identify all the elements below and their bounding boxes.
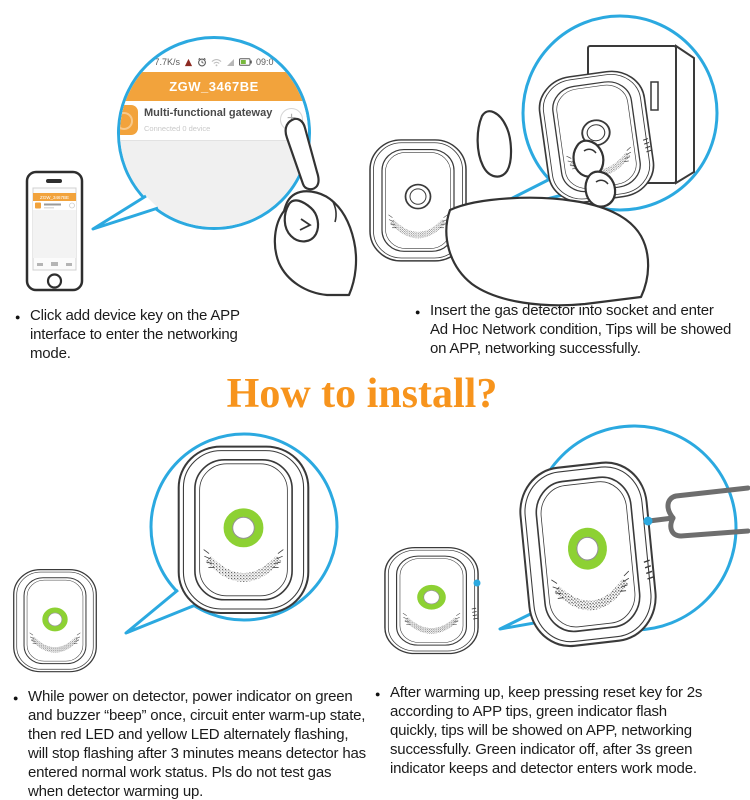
network-speed: 7.7K/s xyxy=(154,57,180,67)
gateway-title: Multi-functional gateway xyxy=(144,107,273,119)
alarm-clock-icon xyxy=(198,57,206,67)
power-on-illustration xyxy=(13,432,339,673)
gateway-subtitle: Connected 0 device xyxy=(144,124,211,133)
gas-detector-small-top xyxy=(369,139,467,262)
green-power-indicator xyxy=(567,527,607,570)
socket-slot xyxy=(650,81,659,111)
insert-detector-illustration xyxy=(445,14,719,307)
gas-detector-zoomed-reset xyxy=(515,457,661,652)
eject-pin-icon xyxy=(646,485,750,539)
green-power-indicator xyxy=(223,508,264,548)
bubble-tail xyxy=(91,194,159,231)
gas-detector-zoomed-green xyxy=(177,445,310,614)
app-body-area xyxy=(120,141,308,227)
reset-key-dot xyxy=(643,516,653,526)
reset-key-dot xyxy=(473,579,481,587)
green-power-indicator xyxy=(417,584,446,610)
wifi-icon xyxy=(211,58,222,66)
phone-home-button xyxy=(46,273,63,289)
signal-icon xyxy=(226,58,234,66)
clock-time: 09:0 xyxy=(255,57,274,67)
page-title: How to install? xyxy=(226,371,498,417)
mini-nav-icons xyxy=(37,262,72,266)
security-icon xyxy=(184,58,193,66)
app-screen-bubble: 7.7K/s 09:0 ZGW_3467BE Multi-functional xyxy=(117,36,311,230)
green-power-indicator xyxy=(42,607,68,632)
gateway-list-row: Multi-functional gateway Connected 0 dev… xyxy=(120,101,308,141)
battery-icon xyxy=(238,58,252,66)
instruction-step-2: Insert the gas detector into socket and … xyxy=(415,301,731,358)
status-bar: 7.7K/s 09:0 xyxy=(120,54,308,70)
gas-detector-small-green xyxy=(13,568,97,673)
instruction-step-1: Click add device key on the APP interfac… xyxy=(15,306,240,363)
mini-app-title: ZGW_3467BE xyxy=(40,195,69,200)
app-header-title: ZGW_3467BE xyxy=(120,72,308,101)
gas-detector-small-reset xyxy=(384,546,479,655)
phone-speaker xyxy=(46,179,62,183)
holding-hand-icon xyxy=(445,110,650,307)
gateway-icon xyxy=(120,105,138,135)
instruction-step-4: After warming up, keep pressing reset ke… xyxy=(375,683,702,778)
smartphone-illustration: ZGW_3467BE xyxy=(25,170,84,292)
reset-key-illustration xyxy=(384,424,750,655)
bubble-tail xyxy=(124,588,199,635)
pointing-hand-icon xyxy=(273,117,358,297)
instruction-step-3: While power on detector, power indicator… xyxy=(13,687,366,800)
